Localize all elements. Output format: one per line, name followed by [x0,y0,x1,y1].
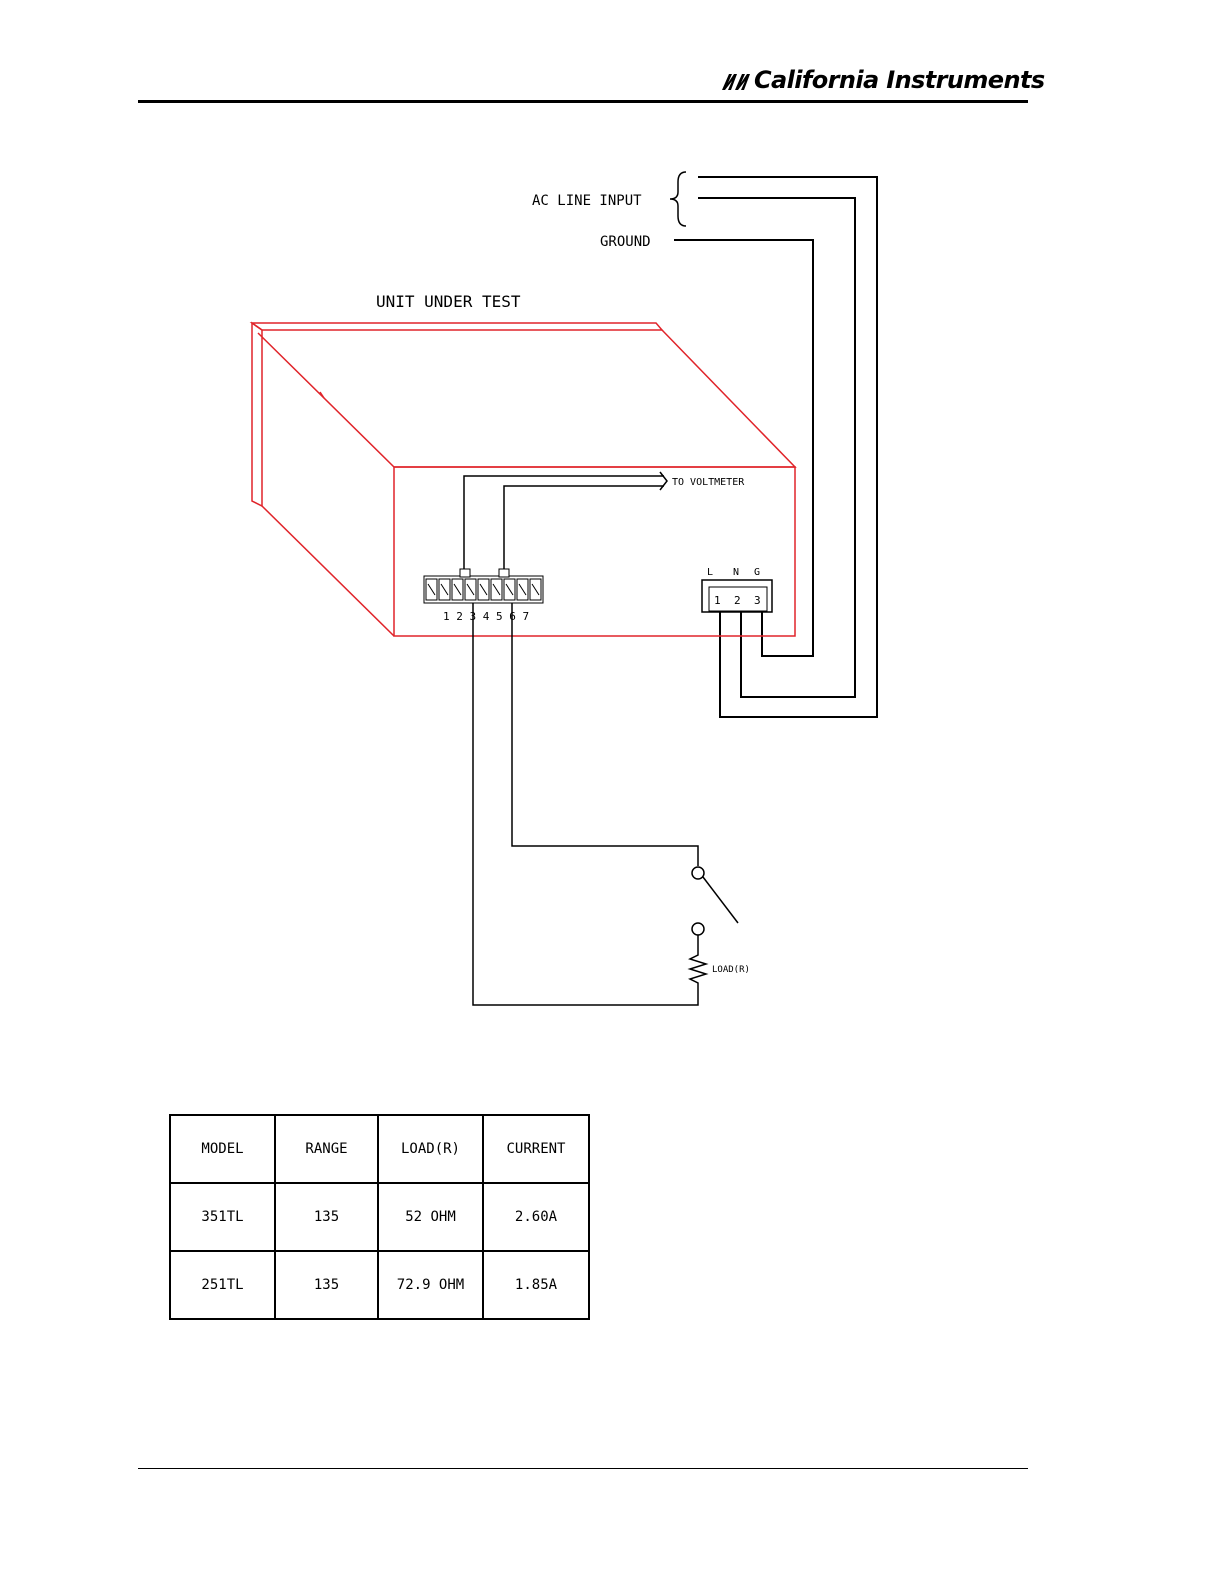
connector-letter-g: G [754,567,760,578]
ground-label: GROUND [600,234,651,250]
header-load: LOAD(R) [378,1115,483,1183]
terminal-screw-slot [532,584,539,595]
connector-number-1: 1 [714,594,721,607]
cell-model: 251TL [170,1251,275,1319]
power-connector: L N G 1 2 3 [702,567,772,612]
terminal-screw-slot [493,584,500,595]
unit-under-test-label: UNIT UNDER TEST [376,292,521,311]
to-voltmeter-label: TO VOLTMETER [672,477,745,488]
cell-current: 2.60A [483,1183,589,1251]
header-range: RANGE [275,1115,378,1183]
cell-current: 1.85A [483,1251,589,1319]
terminal-screw-slot [454,584,461,595]
table-header-row: MODEL RANGE LOAD(R) CURRENT [170,1115,589,1183]
terminal-screw-slot [519,584,526,595]
cell-load: 52 OHM [378,1183,483,1251]
cell-range: 135 [275,1251,378,1319]
connector-letter-l: L [707,567,713,578]
header-model: MODEL [170,1115,275,1183]
connector-number-3: 3 [754,594,761,607]
footer-rule [138,1468,1028,1469]
ac-line-input-label: AC LINE INPUT [532,193,642,209]
load-resistor-label: LOAD(R) [712,965,750,975]
terminal-numbers: 1 2 3 4 5 6 7 [443,610,529,623]
header-current: CURRENT [483,1115,589,1183]
terminal-screw-slot [467,584,474,595]
terminal-screw-slot [506,584,513,595]
load-spec-table: MODEL RANGE LOAD(R) CURRENT 351TL 135 52… [169,1114,590,1320]
input-brace [670,172,686,226]
terminal-screw-slot [441,584,448,595]
load-switch [692,867,738,935]
connector-number-2: 2 [734,594,741,607]
terminal-screw-slot [480,584,487,595]
cell-range: 135 [275,1183,378,1251]
connector-letter-n: N [733,567,739,578]
cell-model: 351TL [170,1183,275,1251]
load-resistor [690,935,706,988]
terminal-block [424,569,543,603]
cell-load: 72.9 OHM [378,1251,483,1319]
table-row: 251TL 135 72.9 OHM 1.85A [170,1251,589,1319]
load-circuit-wires [473,603,698,1005]
voltmeter-leads [464,472,667,570]
terminal-screw-slot [428,584,435,595]
table-row: 351TL 135 52 OHM 2.60A [170,1183,589,1251]
